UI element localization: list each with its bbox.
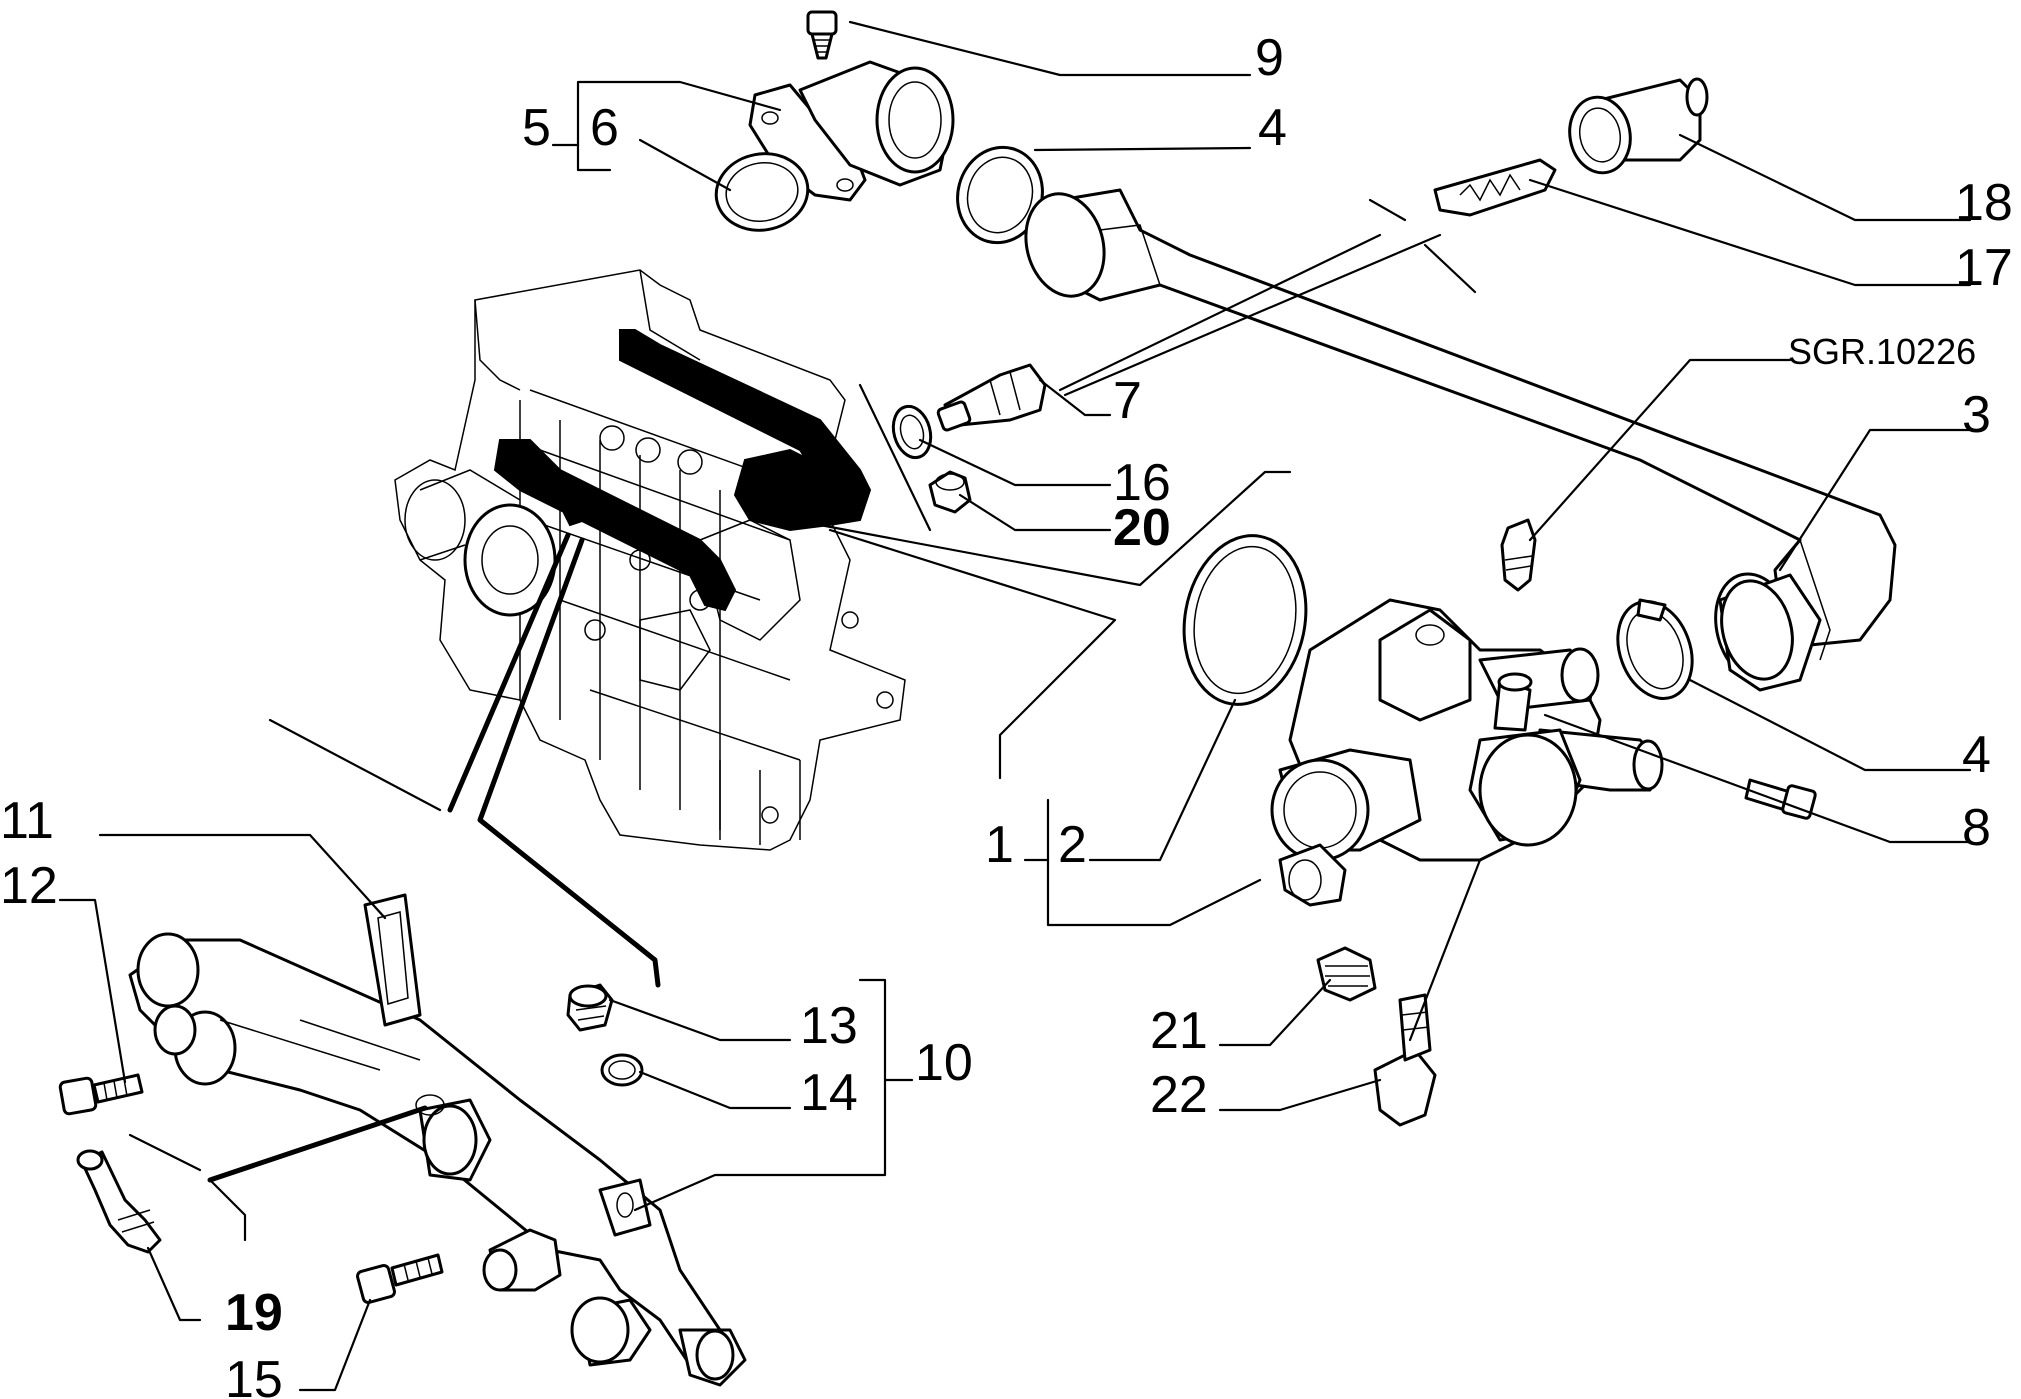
callout-label: 10: [915, 1034, 973, 1092]
callout-label: 15: [225, 1351, 283, 1399]
gasket-part-2: [1182, 534, 1308, 706]
plug-part-21: [1316, 946, 1377, 1002]
plug-part-13: [566, 983, 614, 1032]
callout-label: 9: [1255, 29, 1284, 87]
callout-label: 18: [1955, 174, 2013, 232]
callout-label: 11: [0, 792, 54, 850]
callout-label: 21: [1150, 1002, 1208, 1060]
sleeve-part-18: [1568, 77, 1709, 175]
seal-ring-part-16: [891, 404, 933, 460]
callout-label: 4: [1258, 99, 1287, 157]
hose-clamp-part-4-upper: [956, 145, 1044, 245]
temperature-sensor-part-7: [936, 363, 1047, 432]
seal-ring-part-6: [714, 152, 810, 232]
bolt-part-8: [1744, 778, 1817, 820]
hose-clamp-part-4-lower: [1616, 598, 1694, 700]
reference-code: SGR.10226: [1788, 331, 1976, 372]
temperature-sensor-part-22: [1373, 993, 1437, 1127]
callout-label: 2: [1058, 816, 1087, 874]
callout-label: 16: [1113, 454, 1171, 512]
plug-part-20: [928, 470, 972, 514]
sensor-fitting-on-pipe: [482, 1228, 562, 1292]
callout-label: 12: [0, 857, 58, 915]
bolt-part-15: [356, 1253, 444, 1304]
callout-label: 20: [1113, 499, 1171, 557]
fitting-part-19: [76, 1149, 162, 1254]
coolant-hose-part-3: [1024, 188, 1897, 692]
callout-labels: 9 5 6 4 18 17 7 3 16 20 4 8 1 2 11 12 13…: [0, 29, 2013, 1399]
thermostat-housing-part-1: [1270, 598, 1664, 907]
callout-label: 14: [800, 1064, 858, 1122]
callout-label: 22: [1150, 1066, 1208, 1124]
callout-label: 13: [800, 997, 858, 1055]
gasket-part-11: [363, 893, 422, 1027]
engine-block: [394, 269, 906, 851]
callout-label: 5: [522, 99, 551, 157]
callout-label: 1: [985, 816, 1014, 874]
seal-ring-part-14: [600, 1053, 644, 1087]
outlet-elbow-part-5: [748, 60, 955, 202]
callout-label: 4: [1962, 726, 1991, 784]
temperature-switch-sgr-10226: [1500, 518, 1537, 592]
clip-part-17: [1433, 158, 1557, 217]
callout-label: 17: [1955, 239, 2013, 297]
bolt-part-12: [58, 1073, 144, 1116]
callout-label: 6: [590, 99, 619, 157]
bolt-part-9: [806, 10, 838, 60]
water-pipe-part-10: [128, 932, 747, 1387]
callout-label: 8: [1962, 799, 1991, 857]
leader-lines: [58, 20, 1972, 1392]
callout-label: 3: [1962, 386, 1991, 444]
callout-label: 7: [1113, 372, 1142, 430]
callout-label: 19: [225, 1284, 283, 1342]
